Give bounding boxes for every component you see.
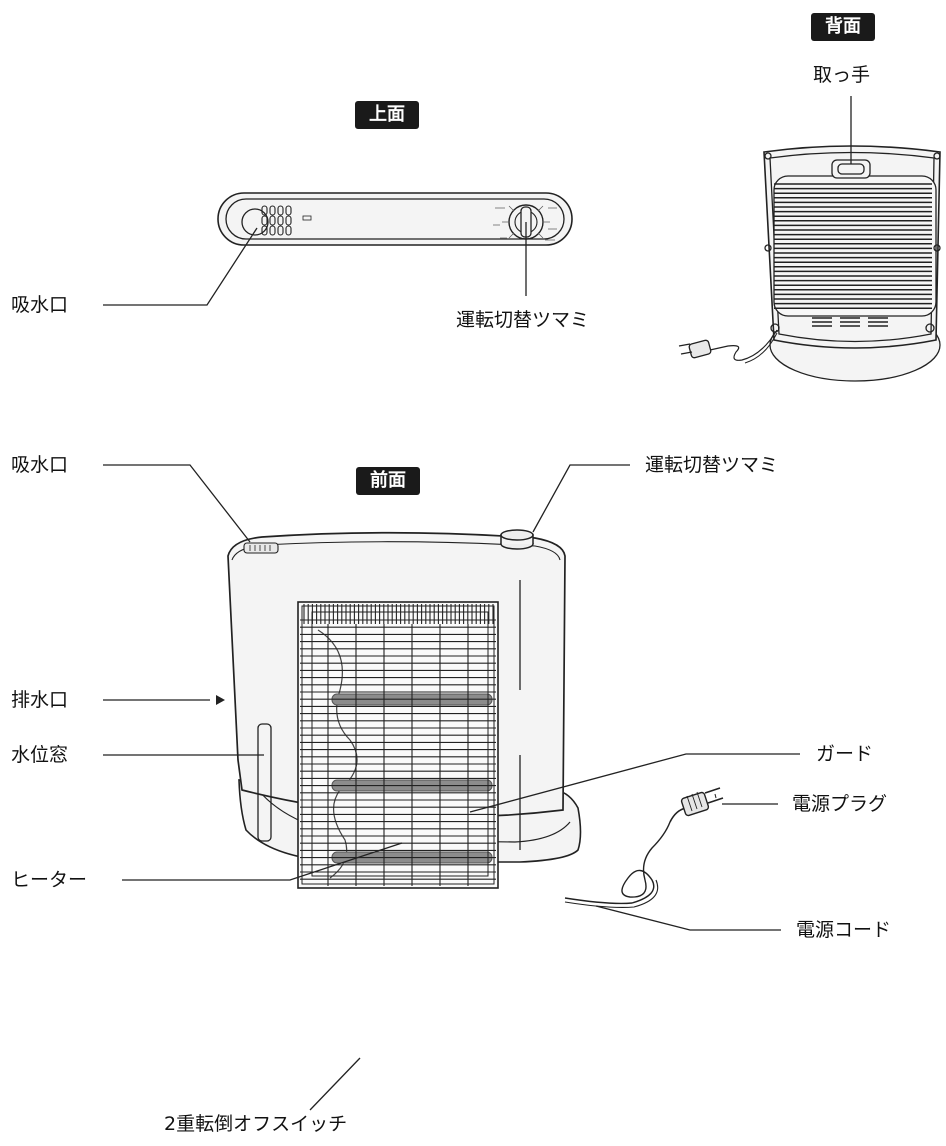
front-view-unit: [227, 529, 724, 908]
front-cord-and-plug: [564, 807, 687, 908]
back-cord-and-plug: [678, 329, 778, 364]
badge-back-view: 背面: [811, 13, 875, 41]
label-guard: ガード: [816, 743, 874, 765]
back-view-unit: [678, 145, 941, 382]
front-knob: [500, 529, 534, 550]
label-top-intake: 吸水口: [11, 294, 69, 316]
label-back-handle: 取っ手: [813, 64, 871, 86]
label-drain: 排水口: [11, 689, 69, 711]
power-plug: [680, 787, 724, 817]
label-front-knob: 運転切替ツマミ: [645, 454, 779, 476]
leader-lines: [103, 96, 852, 1111]
label-heater: ヒーター: [11, 869, 88, 891]
badge-front-view: 前面: [356, 467, 420, 495]
label-cord: 電源コード: [796, 919, 892, 941]
guard-grid: [300, 604, 496, 886]
label-water-window: 水位窓: [11, 744, 69, 766]
top-view-unit: [217, 192, 573, 246]
top-intake-grille: [261, 205, 292, 236]
label-tip-switch: 2重転倒オフスイッチ: [164, 1113, 348, 1135]
label-top-knob: 運転切替ツマミ: [456, 309, 590, 331]
badge-top-view: 上面: [355, 101, 419, 129]
label-plug: 電源プラグ: [792, 793, 888, 815]
drain-arrow-head: [216, 695, 225, 705]
label-front-intake: 吸水口: [11, 454, 69, 476]
back-grille: [774, 183, 932, 309]
water-level-window: [257, 723, 272, 842]
